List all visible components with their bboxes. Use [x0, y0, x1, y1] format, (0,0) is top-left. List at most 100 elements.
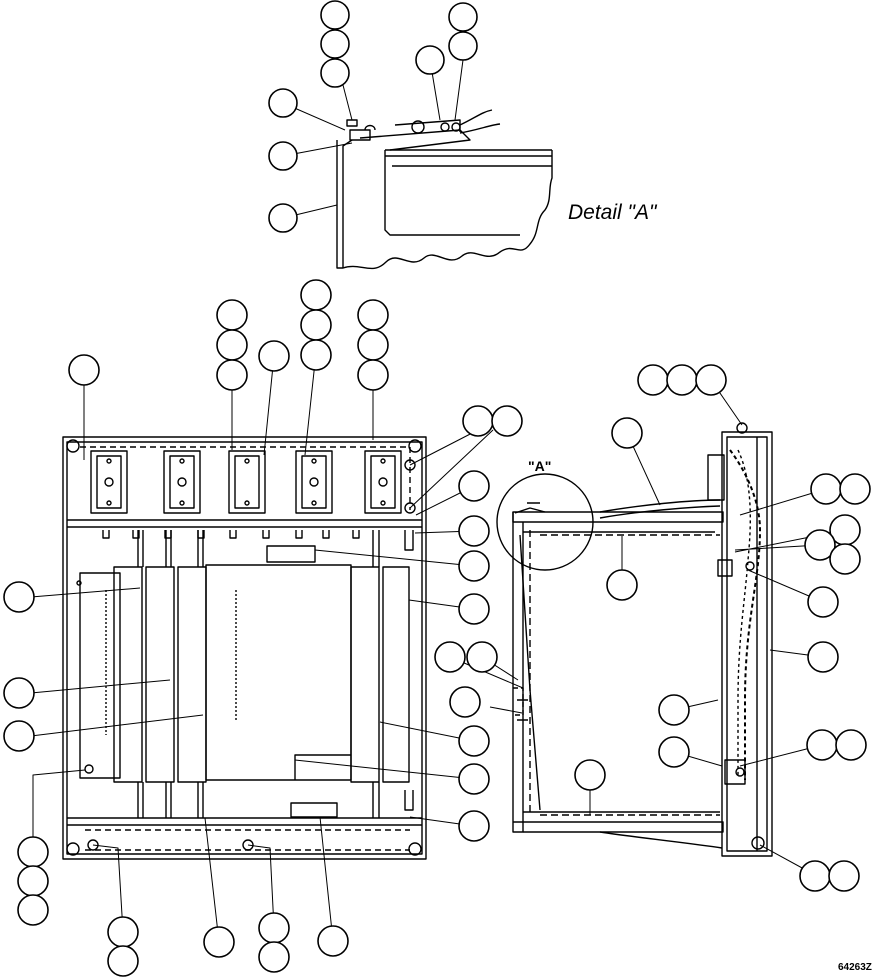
callout-bubble [258, 941, 290, 973]
corner-screw [408, 439, 422, 453]
callout-bubble [810, 473, 842, 505]
detail-a-hinge [349, 124, 376, 141]
callout-bubble [268, 141, 298, 171]
callout-bubble [320, 0, 350, 30]
side-body-bottom [513, 821, 724, 833]
callout-bubble [637, 364, 669, 396]
callout-bubble [415, 45, 445, 75]
callout-bubble [491, 405, 523, 437]
corner-screw [66, 842, 80, 856]
cover-screw [242, 839, 254, 851]
callout-bubble [458, 515, 490, 547]
callout-bubble [574, 759, 606, 791]
callout-bubble [3, 581, 35, 613]
card-guides [137, 530, 380, 818]
callout-bubble [448, 31, 478, 61]
corner-screw [66, 439, 80, 453]
callout-bubbles [3, 0, 871, 977]
callout-bubble [458, 810, 490, 842]
callout-bubble [17, 865, 49, 897]
side-latch [514, 502, 546, 514]
callout-bubble [357, 359, 389, 391]
side-view-leaders [449, 379, 846, 876]
callout-bubble [799, 860, 831, 892]
cover-screw [404, 502, 416, 514]
callout-bubble [658, 736, 690, 768]
connector-block [364, 450, 402, 514]
callout-bubble [320, 58, 350, 88]
callout-bubble [611, 417, 643, 449]
callout-bubble [300, 339, 332, 371]
detail-a-view [336, 109, 553, 270]
callout-bubble [258, 340, 290, 372]
label-plate-bottom [290, 802, 338, 818]
callout-bubble [107, 916, 139, 948]
callout-bubble [449, 686, 481, 718]
detail-a-enclosure-wall [336, 139, 353, 269]
figure-id: 64263Z [838, 962, 872, 973]
corner-screw [408, 842, 422, 856]
card-slots [113, 566, 410, 783]
side-body-left [512, 512, 524, 833]
callout-bubble [462, 405, 494, 437]
callout-bubble [17, 836, 49, 868]
callout-bubble [320, 29, 350, 59]
side-bracket-mid [717, 559, 733, 577]
callout-bubble [216, 359, 248, 391]
side-cable-bundle [729, 449, 761, 780]
detail-a-marker: "A" [528, 458, 552, 474]
side-view-enclosure [496, 422, 773, 857]
front-top-rail [67, 519, 422, 528]
callout-bubble [300, 309, 332, 341]
detail-a-title: Detail "A" [568, 201, 657, 224]
callout-bubble [268, 203, 298, 233]
callout-bubble [3, 720, 35, 752]
front-view-enclosure [62, 436, 427, 860]
front-outer-frame [62, 436, 427, 860]
callout-bubble [835, 729, 867, 761]
callout-bubble [807, 586, 839, 618]
callout-bubble [807, 641, 839, 673]
callout-bubble [806, 729, 838, 761]
board-hole [84, 764, 94, 774]
connector-block [295, 450, 333, 514]
front-bottom-rail [67, 817, 422, 826]
detail-a-nut [346, 119, 358, 127]
side-cover-diagonals [517, 534, 541, 811]
cover-screw [404, 459, 416, 471]
backplane-left [79, 572, 121, 779]
front-top-dashed [80, 446, 411, 510]
side-bracket-low [724, 759, 746, 785]
connector-block [90, 450, 128, 514]
side-bracket-top [707, 454, 725, 501]
front-inner-frame [66, 441, 423, 855]
connector-block [228, 450, 266, 514]
label-plate-top [266, 545, 316, 563]
callout-bubble [216, 329, 248, 361]
callout-bubble [458, 550, 490, 582]
callout-bubble [458, 763, 490, 795]
side-hinge-bottom [751, 836, 765, 850]
callout-bubble [17, 894, 49, 926]
callout-bubble [357, 329, 389, 361]
callout-bubble [458, 470, 490, 502]
callout-bubble [300, 279, 332, 311]
callout-bubble [3, 677, 35, 709]
side-body-top [512, 511, 724, 523]
backplane-center [205, 564, 352, 781]
connector-block [163, 450, 201, 514]
callout-bubble [317, 925, 349, 957]
detail-a-callout-circle [496, 473, 594, 571]
side-dashed-box [513, 687, 524, 716]
detail-a-torn-edge [342, 150, 553, 270]
callout-bubble [357, 299, 389, 331]
detail-a-latch-pin [411, 120, 425, 134]
cover-screw [87, 839, 99, 851]
side-screw [735, 767, 745, 777]
callout-bubble [107, 945, 139, 977]
callout-bubble [839, 473, 871, 505]
rail-clips [102, 530, 414, 811]
callout-bubble [466, 641, 498, 673]
callout-bubble [258, 912, 290, 944]
backplane-center-step [294, 754, 351, 780]
